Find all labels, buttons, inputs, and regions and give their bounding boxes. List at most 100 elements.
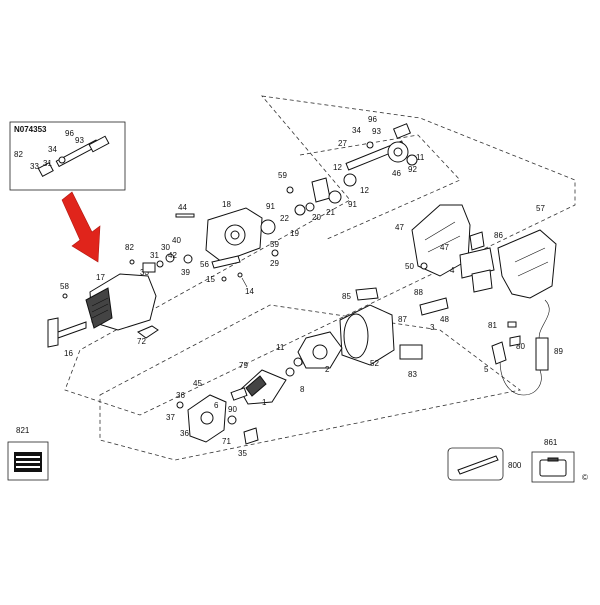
inset-box <box>9 121 126 191</box>
callout-4: 4 <box>450 266 455 275</box>
callout-82-inset: 82 <box>14 150 23 159</box>
part-17-housing <box>85 273 157 331</box>
callout-31-inset: 31 <box>43 159 52 168</box>
callout-93: 93 <box>372 127 381 136</box>
part-2-field <box>297 331 343 369</box>
callout-59-mid: 59 <box>270 240 279 249</box>
callout-31: 31 <box>150 251 159 260</box>
callout-11b: 11 <box>276 343 285 352</box>
callout-81: 81 <box>488 321 497 330</box>
part-92 <box>406 154 418 166</box>
part-63 <box>293 357 303 367</box>
callout-36-top: 36 <box>176 391 185 400</box>
callout-71: 71 <box>222 437 231 446</box>
callout-82: 82 <box>125 243 134 252</box>
callout-48: 48 <box>440 315 449 324</box>
callout-83: 83 <box>408 370 417 379</box>
part-22 <box>294 204 306 216</box>
part-14 <box>237 272 243 278</box>
part-58-screw <box>62 293 68 299</box>
assembly-guide-outer <box>64 95 576 416</box>
part-39 <box>183 254 193 264</box>
callout-821: 821 <box>16 426 30 435</box>
accessory-800-box <box>447 447 504 481</box>
part-44-pin <box>175 213 195 218</box>
part-86 <box>469 231 485 251</box>
part-16-shoe <box>47 317 59 348</box>
part-33 <box>142 262 156 273</box>
callout-12-left: 12 <box>333 163 342 172</box>
inset-shaft <box>37 135 110 178</box>
part-20 <box>311 177 331 203</box>
pointer-arrow <box>61 191 101 263</box>
part-50 <box>420 262 428 270</box>
callout-87: 87 <box>398 315 407 324</box>
callout-11: 11 <box>416 153 425 162</box>
part-1-armature <box>230 369 287 405</box>
part-82 <box>129 259 135 265</box>
part-46-gear <box>387 141 409 163</box>
callout-79: 79 <box>239 361 248 370</box>
callout-42: 42 <box>168 251 177 260</box>
drawing-id: N074353 <box>14 125 47 134</box>
callout-96: 96 <box>368 115 377 124</box>
callout-47-mid: 47 <box>440 243 449 252</box>
accessory-861-box <box>531 451 575 483</box>
power-cord <box>499 359 542 396</box>
callout-46: 46 <box>392 169 401 178</box>
part-end-bell <box>187 394 227 443</box>
callout-86: 86 <box>494 231 503 240</box>
callout-5: 5 <box>484 365 489 374</box>
callout-861: 861 <box>544 438 558 447</box>
callout-92: 92 <box>408 165 417 174</box>
part-90 <box>227 415 237 425</box>
assembly-guide-inner <box>99 304 521 461</box>
callout-15: 15 <box>206 275 215 284</box>
part-8 <box>285 367 295 377</box>
part-16-shoe-arm <box>57 321 87 339</box>
manual-icon <box>14 452 42 472</box>
part-83-label <box>399 344 423 360</box>
callout-91-left: 91 <box>266 202 275 211</box>
copyright-mark: © <box>582 473 588 482</box>
callout-35: 35 <box>238 449 247 458</box>
callout-34: 34 <box>352 126 361 135</box>
callout-58: 58 <box>60 282 69 291</box>
part-91-right <box>343 173 357 187</box>
callout-39: 39 <box>181 268 190 277</box>
leader-14 <box>241 277 248 288</box>
callout-72: 72 <box>137 337 146 346</box>
callout-800: 800 <box>508 461 522 470</box>
callout-33-inset: 33 <box>30 162 39 171</box>
assembly-guide-top <box>299 134 461 241</box>
callout-93-inset: 93 <box>75 136 84 145</box>
part-89-strain-relief <box>535 337 549 371</box>
part-80 <box>509 335 521 347</box>
part-56-plate <box>211 255 241 269</box>
callout-80: 80 <box>516 342 525 351</box>
callout-90: 90 <box>228 405 237 414</box>
callout-29: 29 <box>270 259 279 268</box>
callout-27: 27 <box>338 139 347 148</box>
part-18-gear-case <box>205 207 263 263</box>
callout-44: 44 <box>178 203 187 212</box>
callout-50: 50 <box>405 262 414 271</box>
callout-14: 14 <box>245 287 254 296</box>
callout-88: 88 <box>414 288 423 297</box>
accessory-821-box <box>7 441 49 481</box>
part-59-mid <box>271 249 279 257</box>
callout-52: 52 <box>370 359 379 368</box>
part-35 <box>243 427 259 445</box>
callout-34-inset: 34 <box>48 145 57 154</box>
callout-6: 6 <box>214 401 219 410</box>
callout-47-top: 47 <box>395 223 404 232</box>
callout-19: 19 <box>290 229 299 238</box>
callout-36-bottom: 36 <box>180 429 189 438</box>
callout-89: 89 <box>554 347 563 356</box>
callout-2: 2 <box>325 365 330 374</box>
part-4 <box>471 269 493 293</box>
callout-57: 57 <box>536 204 545 213</box>
part-81 <box>507 321 517 328</box>
callout-30: 30 <box>161 243 170 252</box>
